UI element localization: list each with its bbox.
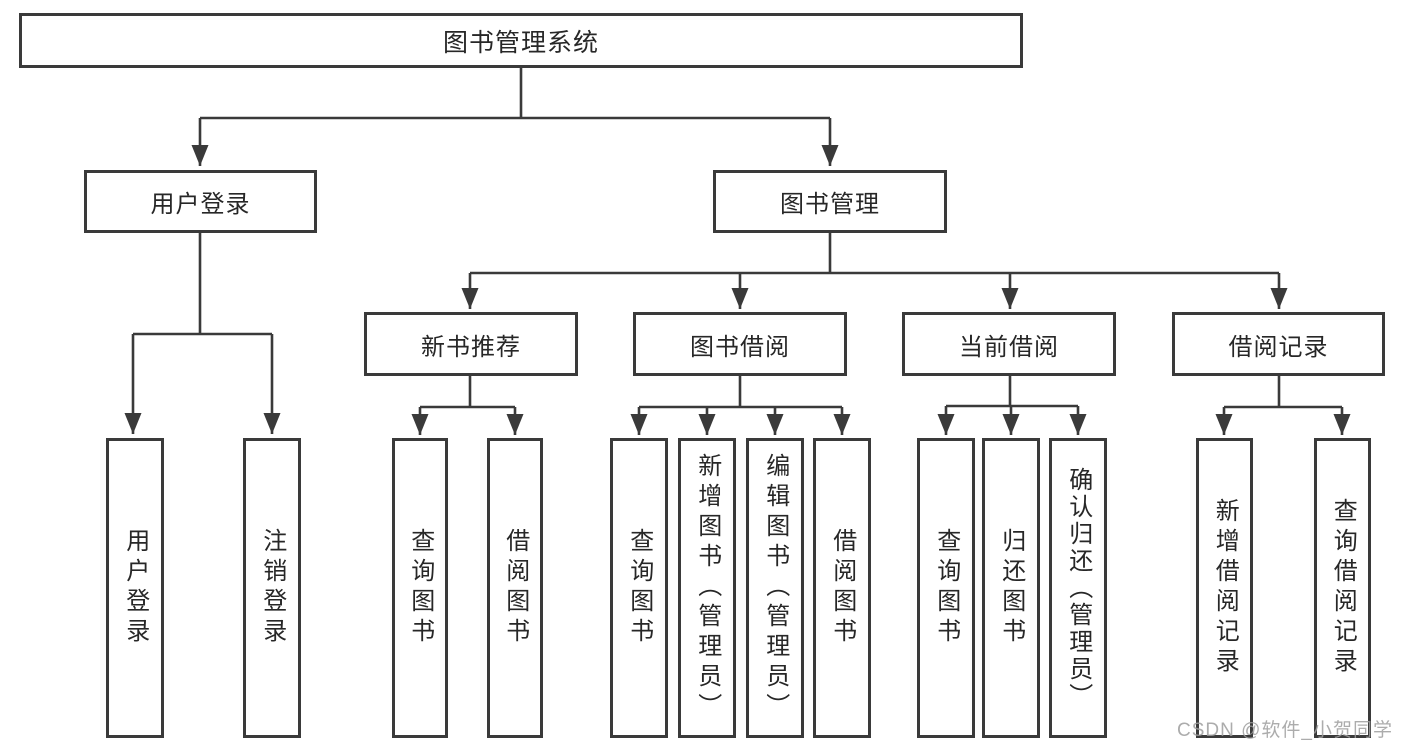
leaf-label: 新增图书（管理员） <box>693 453 721 723</box>
node-borrow-record: 借阅记录 <box>1172 312 1385 376</box>
leaf-label: 注销登录 <box>258 528 286 648</box>
leaf-confirm-return-admin: 确认归还（管理员） <box>1049 438 1107 738</box>
leaf-edit-book-admin: 编辑图书（管理员） <box>746 438 804 738</box>
leaf-add-borrow-record: 新增借阅记录 <box>1196 438 1253 738</box>
leaf-label: 查询图书 <box>406 528 434 648</box>
leaf-borrow-books-borrow: 借阅图书 <box>813 438 871 738</box>
leaf-user-login: 用户登录 <box>106 438 164 738</box>
leaf-label: 查询借阅记录 <box>1329 498 1357 678</box>
leaf-label: 新增借阅记录 <box>1211 498 1239 678</box>
leaf-label: 查询图书 <box>625 528 653 648</box>
leaf-label: 归还图书 <box>997 528 1025 648</box>
leaf-logout: 注销登录 <box>243 438 301 738</box>
leaf-add-book-admin: 新增图书（管理员） <box>678 438 736 738</box>
csdn-watermark: CSDN @软件_小贺同学 <box>1177 720 1393 741</box>
leaf-label: 借阅图书 <box>828 528 856 648</box>
leaf-label: 编辑图书（管理员） <box>761 453 789 723</box>
leaf-label: 确认归还（管理员） <box>1064 466 1092 710</box>
leaf-query-books-borrow: 查询图书 <box>610 438 668 738</box>
leaf-label: 查询图书 <box>932 528 960 648</box>
leaf-borrow-books-recommend: 借阅图书 <box>487 438 543 738</box>
node-book-management: 图书管理 <box>713 170 947 233</box>
node-user-login: 用户登录 <box>84 170 317 233</box>
node-new-book-recommend: 新书推荐 <box>364 312 578 376</box>
leaf-query-books-current: 查询图书 <box>917 438 975 738</box>
leaf-label: 借阅图书 <box>501 528 529 648</box>
node-library-management-system: 图书管理系统 <box>19 13 1023 68</box>
leaf-return-book: 归还图书 <box>982 438 1040 738</box>
leaf-query-books-recommend: 查询图书 <box>392 438 448 738</box>
node-current-borrow: 当前借阅 <box>902 312 1116 376</box>
leaf-query-borrow-record: 查询借阅记录 <box>1314 438 1371 738</box>
leaf-label: 用户登录 <box>121 528 149 648</box>
node-book-borrow: 图书借阅 <box>633 312 847 376</box>
